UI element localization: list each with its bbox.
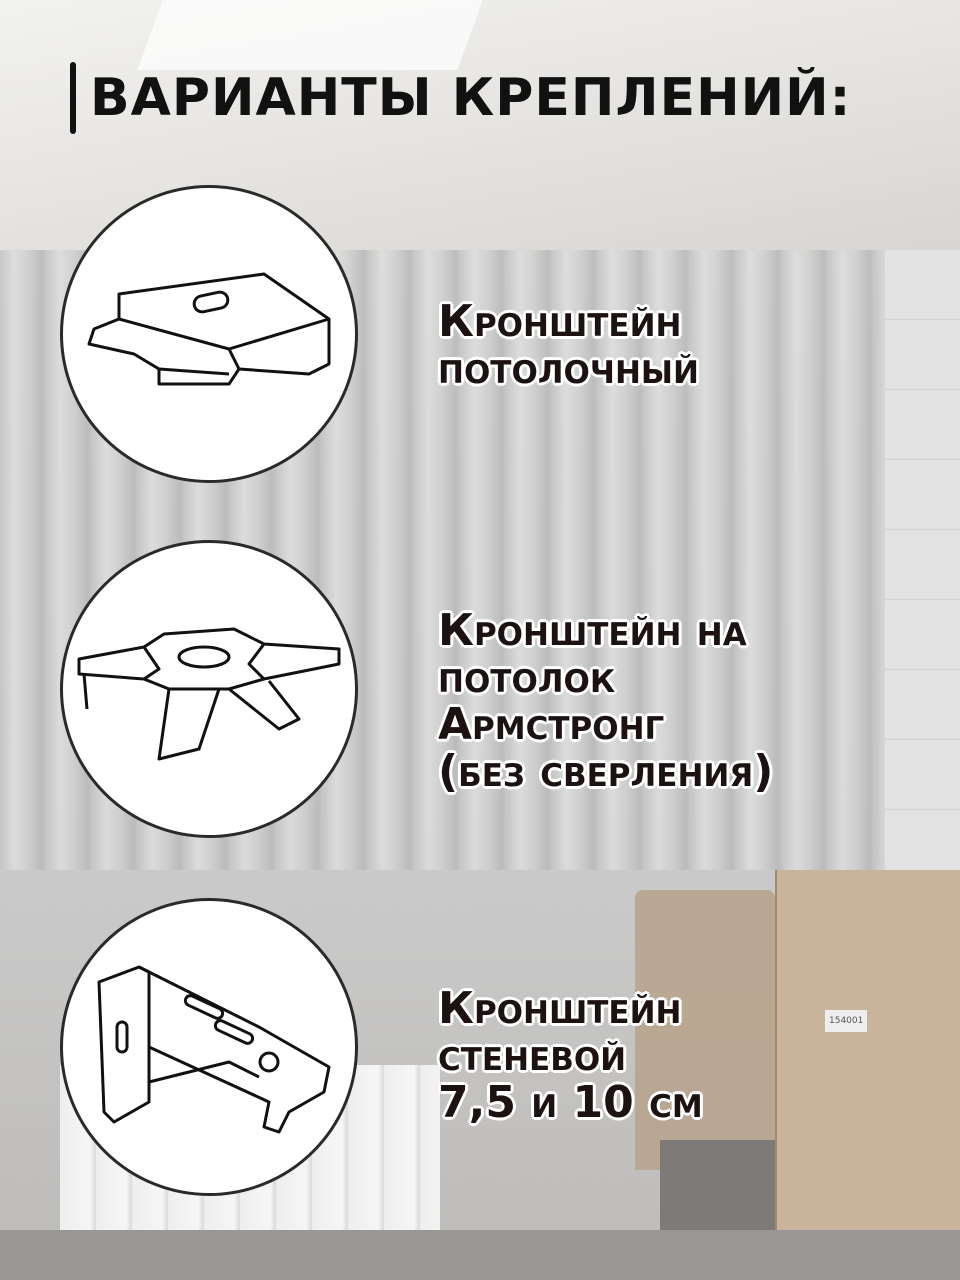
paper-bag [635,890,775,1170]
title-text: ВАРИАНТЫ КРЕПЛЕНИЙ: [90,68,852,128]
armstrong-bracket-icon [60,540,358,838]
item-wall-bracket-label: Кронштейн стеневой 7,5 и 10 см [438,985,703,1126]
label-line: 7,5 и 10 см [438,1077,703,1128]
wall-bracket-icon [60,898,358,1196]
label-line: (без сверления) [438,746,774,797]
label-line: Кронштейн на [438,605,747,656]
item-ceiling-bracket-label: Кронштейн потолочный [438,298,699,392]
label-line: Армстронг [438,699,665,750]
page-title: ВАРИАНТЫ КРЕПЛЕНИЙ: [70,62,851,134]
tiled-wall [885,250,960,950]
label-line: потолочный [438,343,699,394]
label-line: потолок [438,652,616,703]
box-label: 154001 [825,1010,868,1032]
label-line: Кронштейн [438,296,682,347]
label-line: стеневой [438,1030,627,1081]
floor [0,1230,960,1280]
cardboard-box: 154001 [775,870,960,1230]
item-armstrong-bracket-label: Кронштейн на потолок Армстронг (без свер… [438,607,773,795]
ceiling-bracket-icon [60,185,358,483]
label-line: Кронштейн [438,983,682,1034]
title-accent-bar [70,62,76,134]
ceiling-light [137,0,483,70]
